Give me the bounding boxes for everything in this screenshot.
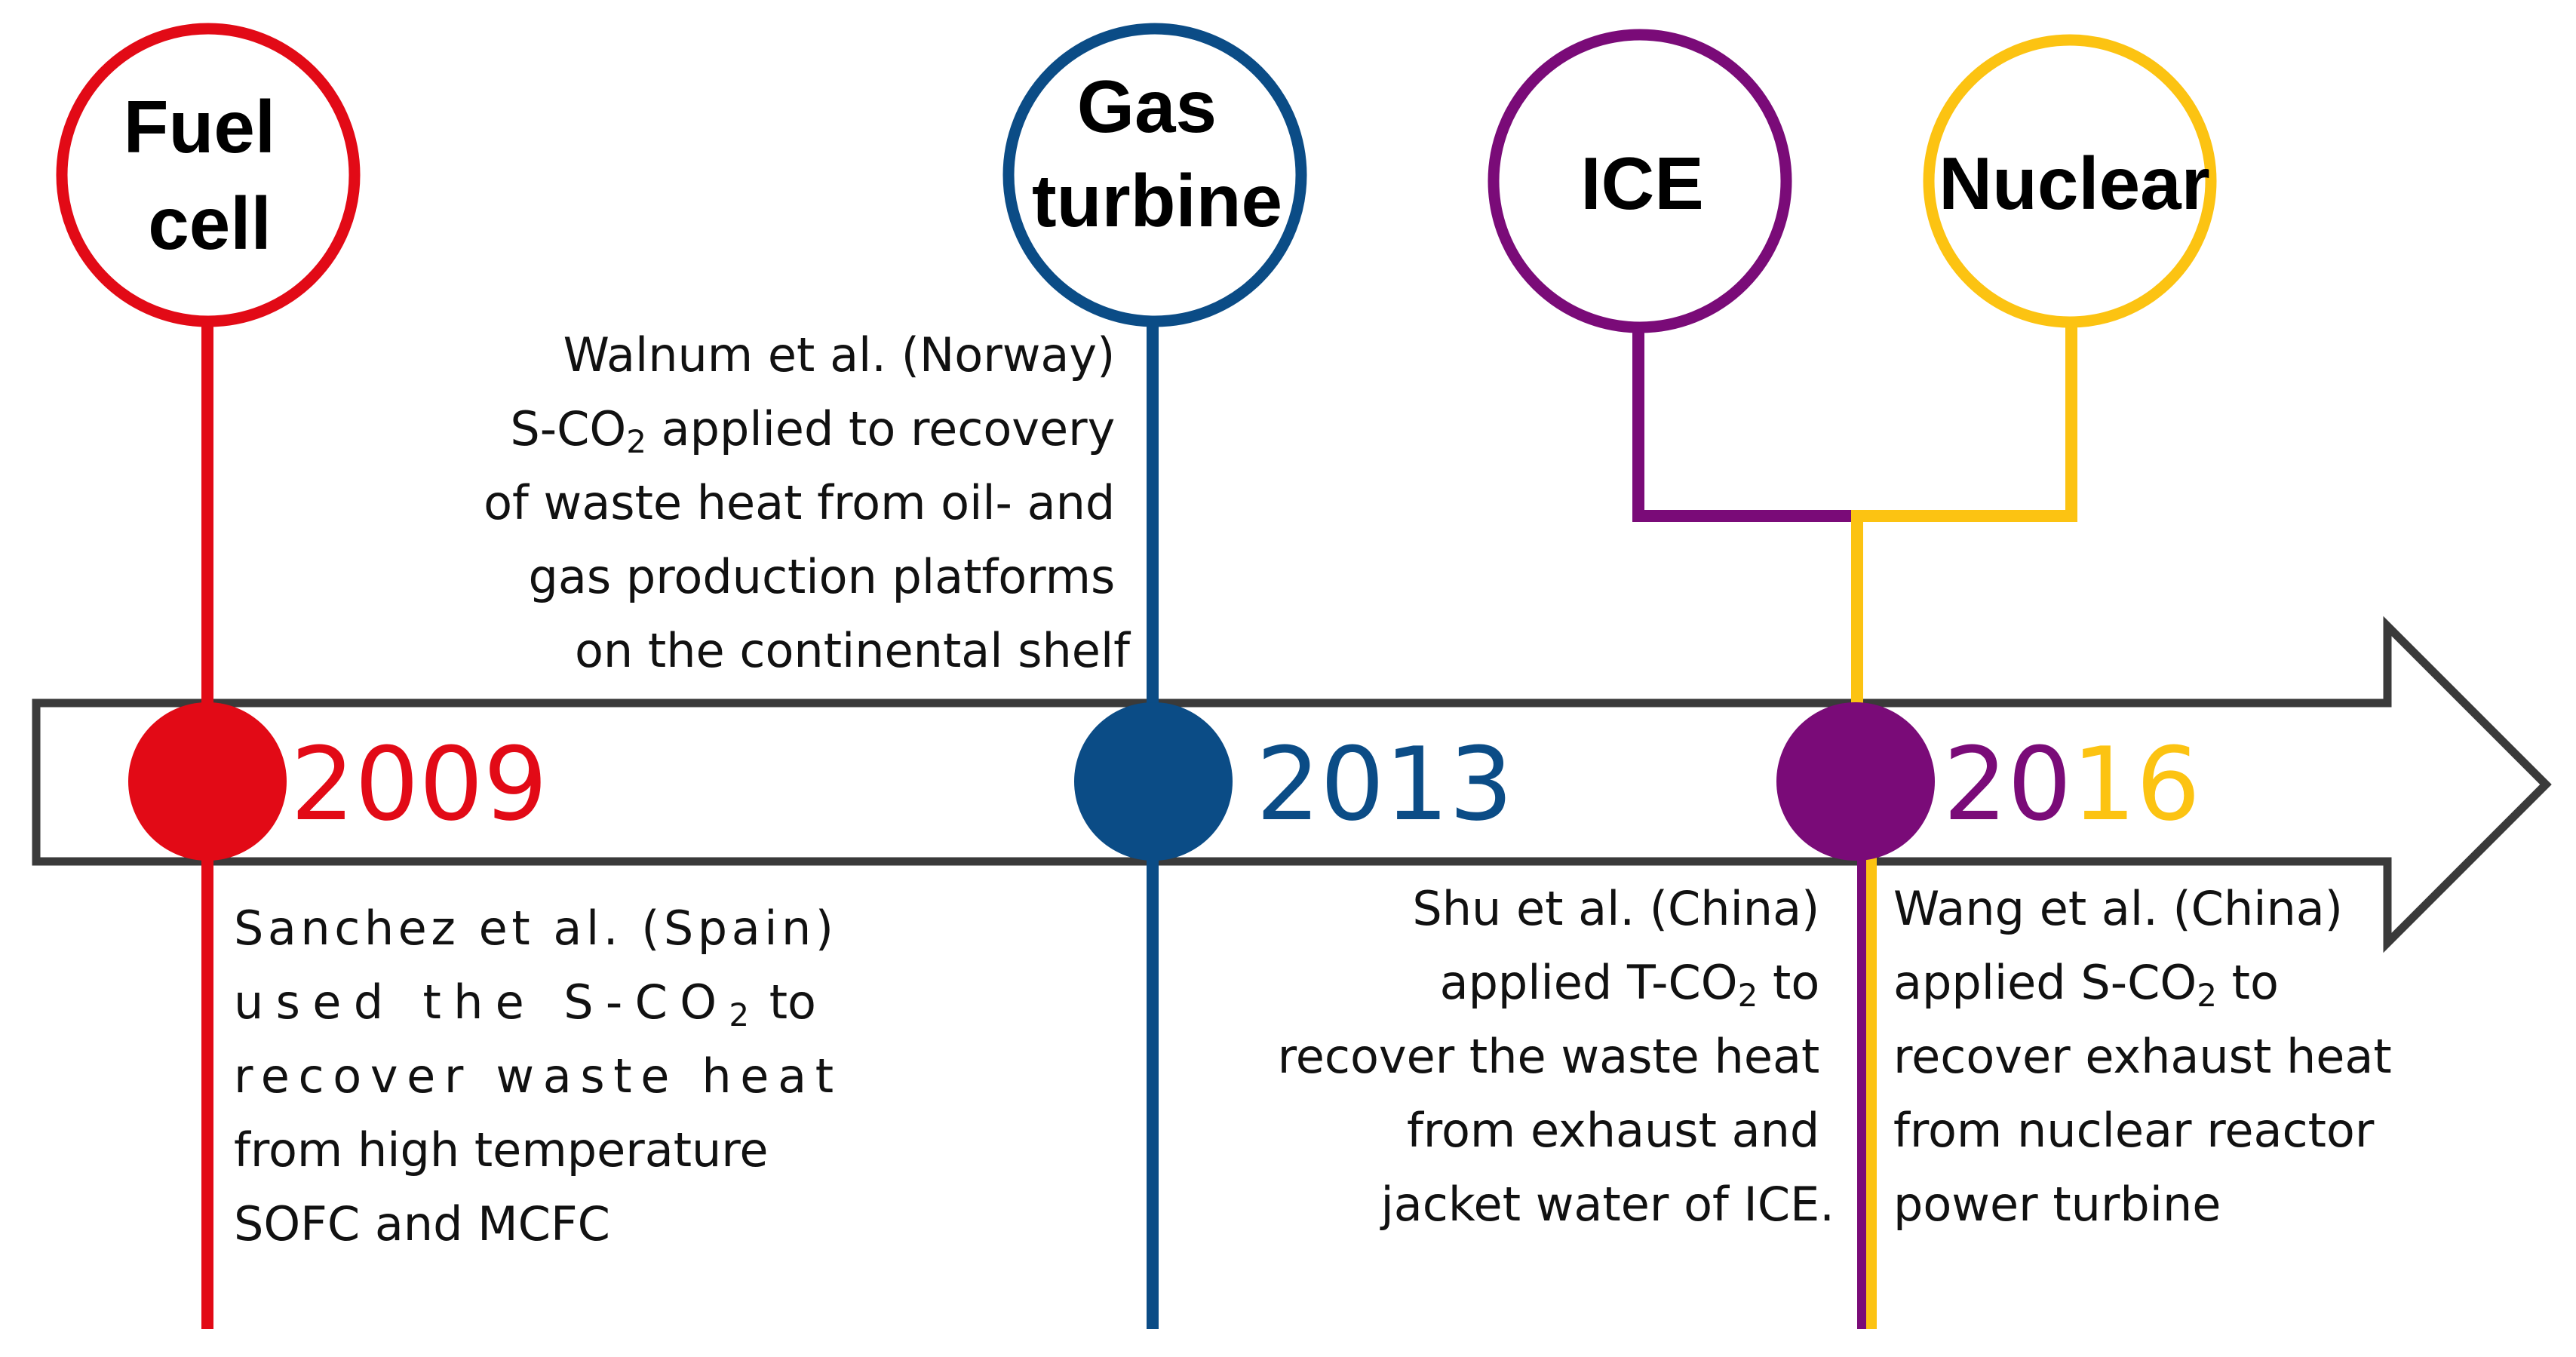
year-2009: 2009: [290, 726, 548, 843]
ice-connector: [1632, 324, 1854, 522]
year-dot-2016: [1776, 702, 1935, 861]
year-2016-part2: 16: [2072, 726, 2201, 843]
gas-turbine-label: Gas turbine: [1032, 65, 1282, 242]
sanchez-description-line5: SOFC and MCFC: [234, 1196, 610, 1251]
ice-label: ICE: [1580, 142, 1703, 225]
timeline-arrow: [32, 616, 2552, 953]
nuclear-connector: [1851, 318, 2077, 709]
nuclear-node: [1923, 34, 2217, 328]
shu-description: Shu et al. (China) applied T-CO2 to reco…: [1278, 881, 1835, 1232]
sanchez-description: Sanchez et al. (Spain): [234, 901, 834, 956]
walnum-description: Walnum et al. (Norway) S-CO2 applied to …: [484, 327, 1131, 678]
fuel-cell-node: [56, 23, 361, 327]
gas-turbine-node: [1002, 23, 1307, 327]
ice-node: [1488, 29, 1792, 333]
wang-description: Wang et al. (China) applied S-CO2 to rec…: [1893, 881, 2406, 1232]
year-dot-2009: [128, 702, 287, 861]
nuclear-label: Nuclear: [1939, 142, 2210, 225]
year-dot-2013: [1074, 702, 1233, 861]
sanchez-description-line3: recover waste heat: [234, 1048, 834, 1104]
year-2016: 2016: [1943, 726, 2200, 843]
sanchez-description-line4: from high temperature: [234, 1122, 769, 1177]
year-2013: 2013: [1256, 726, 1513, 843]
fuel-cell-label: Fuel cell: [124, 85, 296, 265]
year-2016-part1: 20: [1943, 726, 2072, 843]
